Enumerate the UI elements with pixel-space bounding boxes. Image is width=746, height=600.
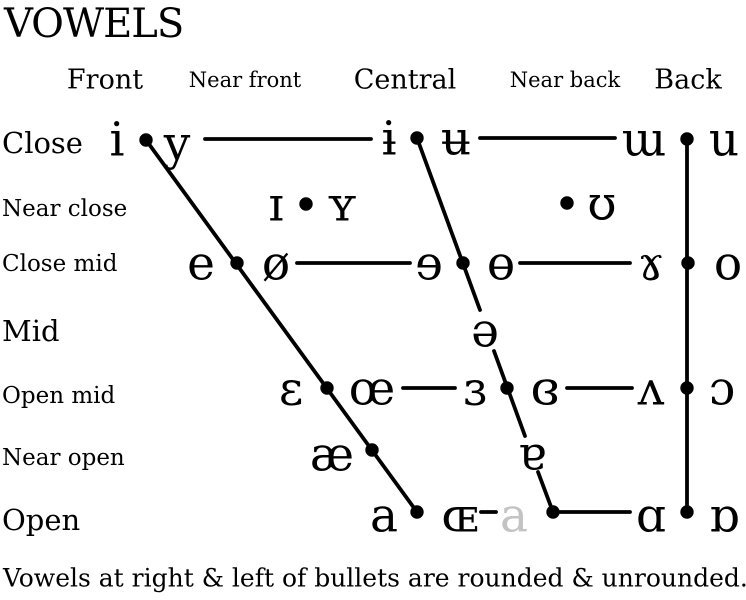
vowel-y: y xyxy=(163,116,191,172)
column-header-near-back: Near back xyxy=(509,68,621,92)
vowel-o-slash: ø xyxy=(261,236,291,292)
central-axis-line-lower xyxy=(536,470,555,514)
vowel-i: i xyxy=(109,112,125,168)
vowel-closed-reversed-epsilon: ɞ xyxy=(530,361,560,417)
vowel-a: a xyxy=(369,488,399,544)
row-label-close: Close xyxy=(2,126,83,160)
vowel-central-a-gray: a xyxy=(499,488,529,544)
row-label-close-mid: Close mid xyxy=(2,251,118,277)
row-label-near-open: Near open xyxy=(2,445,125,471)
vowel-oe-ligature: œ xyxy=(348,361,396,417)
bullet-open-central xyxy=(546,505,560,519)
bullet-near-close-back xyxy=(560,196,574,210)
vowel-e: e xyxy=(187,236,215,292)
column-header-near-front: Near front xyxy=(188,68,302,92)
vowel-script-a: ɑ xyxy=(635,488,667,544)
bullet-near-open-front xyxy=(365,443,379,457)
vowel-turned-a: ɐ xyxy=(517,426,547,482)
bullet-open-mid-central xyxy=(500,381,514,395)
row-label-open-mid: Open mid xyxy=(2,383,116,409)
bullet-close-front xyxy=(139,133,153,147)
vowel-turned-v: ʌ xyxy=(637,361,665,417)
bullet-close-central xyxy=(410,131,424,145)
row-label-mid: Mid xyxy=(2,314,60,348)
vowel-o: o xyxy=(713,236,743,292)
row-label-near-close: Near close xyxy=(2,196,128,222)
vowel-small-capital-oe: ɶ xyxy=(441,488,479,544)
vowel-turned-m: ɯ xyxy=(621,112,667,168)
bullet-close-back xyxy=(680,132,694,146)
vowel-barred-i: ɨ xyxy=(381,111,397,167)
vowel-small-capital-y: ʏ xyxy=(326,177,358,233)
bullet-close-mid-front xyxy=(230,256,244,270)
vowel-barred-u: ʉ xyxy=(440,111,472,167)
bullet-open-back xyxy=(680,505,694,519)
vowel-schwa: ə xyxy=(471,303,499,359)
vowel-open-o: ɔ xyxy=(708,361,736,417)
bullet-open-mid-front xyxy=(320,381,334,395)
row-label-open: Open xyxy=(2,503,81,537)
vowel-rams-horns: ɤ xyxy=(637,236,665,292)
vowel-small-capital-i: ɪ xyxy=(268,177,284,233)
vowel-barred-o: ɵ xyxy=(486,236,516,292)
column-header-central: Central xyxy=(353,64,457,96)
bullet-close-mid-central xyxy=(456,256,470,270)
column-header-front: Front xyxy=(66,64,144,96)
page-title: VOWELS xyxy=(4,1,184,47)
vowel-u: u xyxy=(708,112,740,168)
rounding-caption: Vowels at right & left of bullets are ro… xyxy=(3,563,746,593)
vowel-epsilon: ɛ xyxy=(278,361,304,417)
vowel-ash: æ xyxy=(309,427,355,483)
vowel-turned-script-a: ɒ xyxy=(708,488,740,544)
bullet-near-close-front xyxy=(299,197,313,211)
column-header-back: Back xyxy=(654,64,722,96)
vowel-reversed-e: ɘ xyxy=(415,236,443,292)
bullet-open-front xyxy=(410,505,424,519)
bullet-open-mid-back xyxy=(680,381,694,395)
vowel-upsilon: ʊ xyxy=(587,176,617,232)
central-axis-line-upper xyxy=(415,136,482,312)
vowel-reversed-epsilon: ɜ xyxy=(463,361,487,417)
bullet-close-mid-back xyxy=(681,256,695,270)
